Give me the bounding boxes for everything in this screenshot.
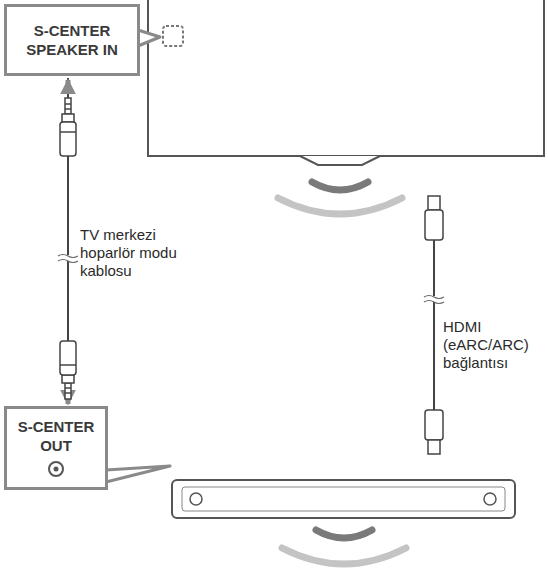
mini-jack-plug: [60, 98, 76, 399]
tv-body: [148, 0, 544, 156]
cable-break: [424, 296, 444, 304]
callout-box: S-CENTER SPEAKER IN: [4, 4, 140, 76]
jack-symbol: [46, 459, 66, 479]
tv-jack-location: [163, 26, 183, 46]
callout-tail: [106, 466, 170, 482]
port-label: S-CENTER OUT: [13, 417, 99, 455]
callout-tail: [138, 30, 160, 46]
cable-label: TV merkezi hoparlör modu kablosu: [78, 226, 190, 280]
tv-sound-waves: [278, 182, 402, 214]
arrow-head: [66, 80, 71, 94]
connection-label: HDMI (eARC/ARC) bağlantısı: [441, 318, 545, 372]
port-label: S-CENTER SPEAKER IN: [13, 21, 131, 59]
hdmi-cable: [433, 240, 435, 410]
tv-stand: [300, 156, 380, 165]
soundbar: [172, 480, 515, 518]
callout-box: S-CENTER OUT: [4, 406, 108, 490]
cable-break: [58, 255, 78, 263]
soundbar-sound-waves: [282, 530, 406, 564]
